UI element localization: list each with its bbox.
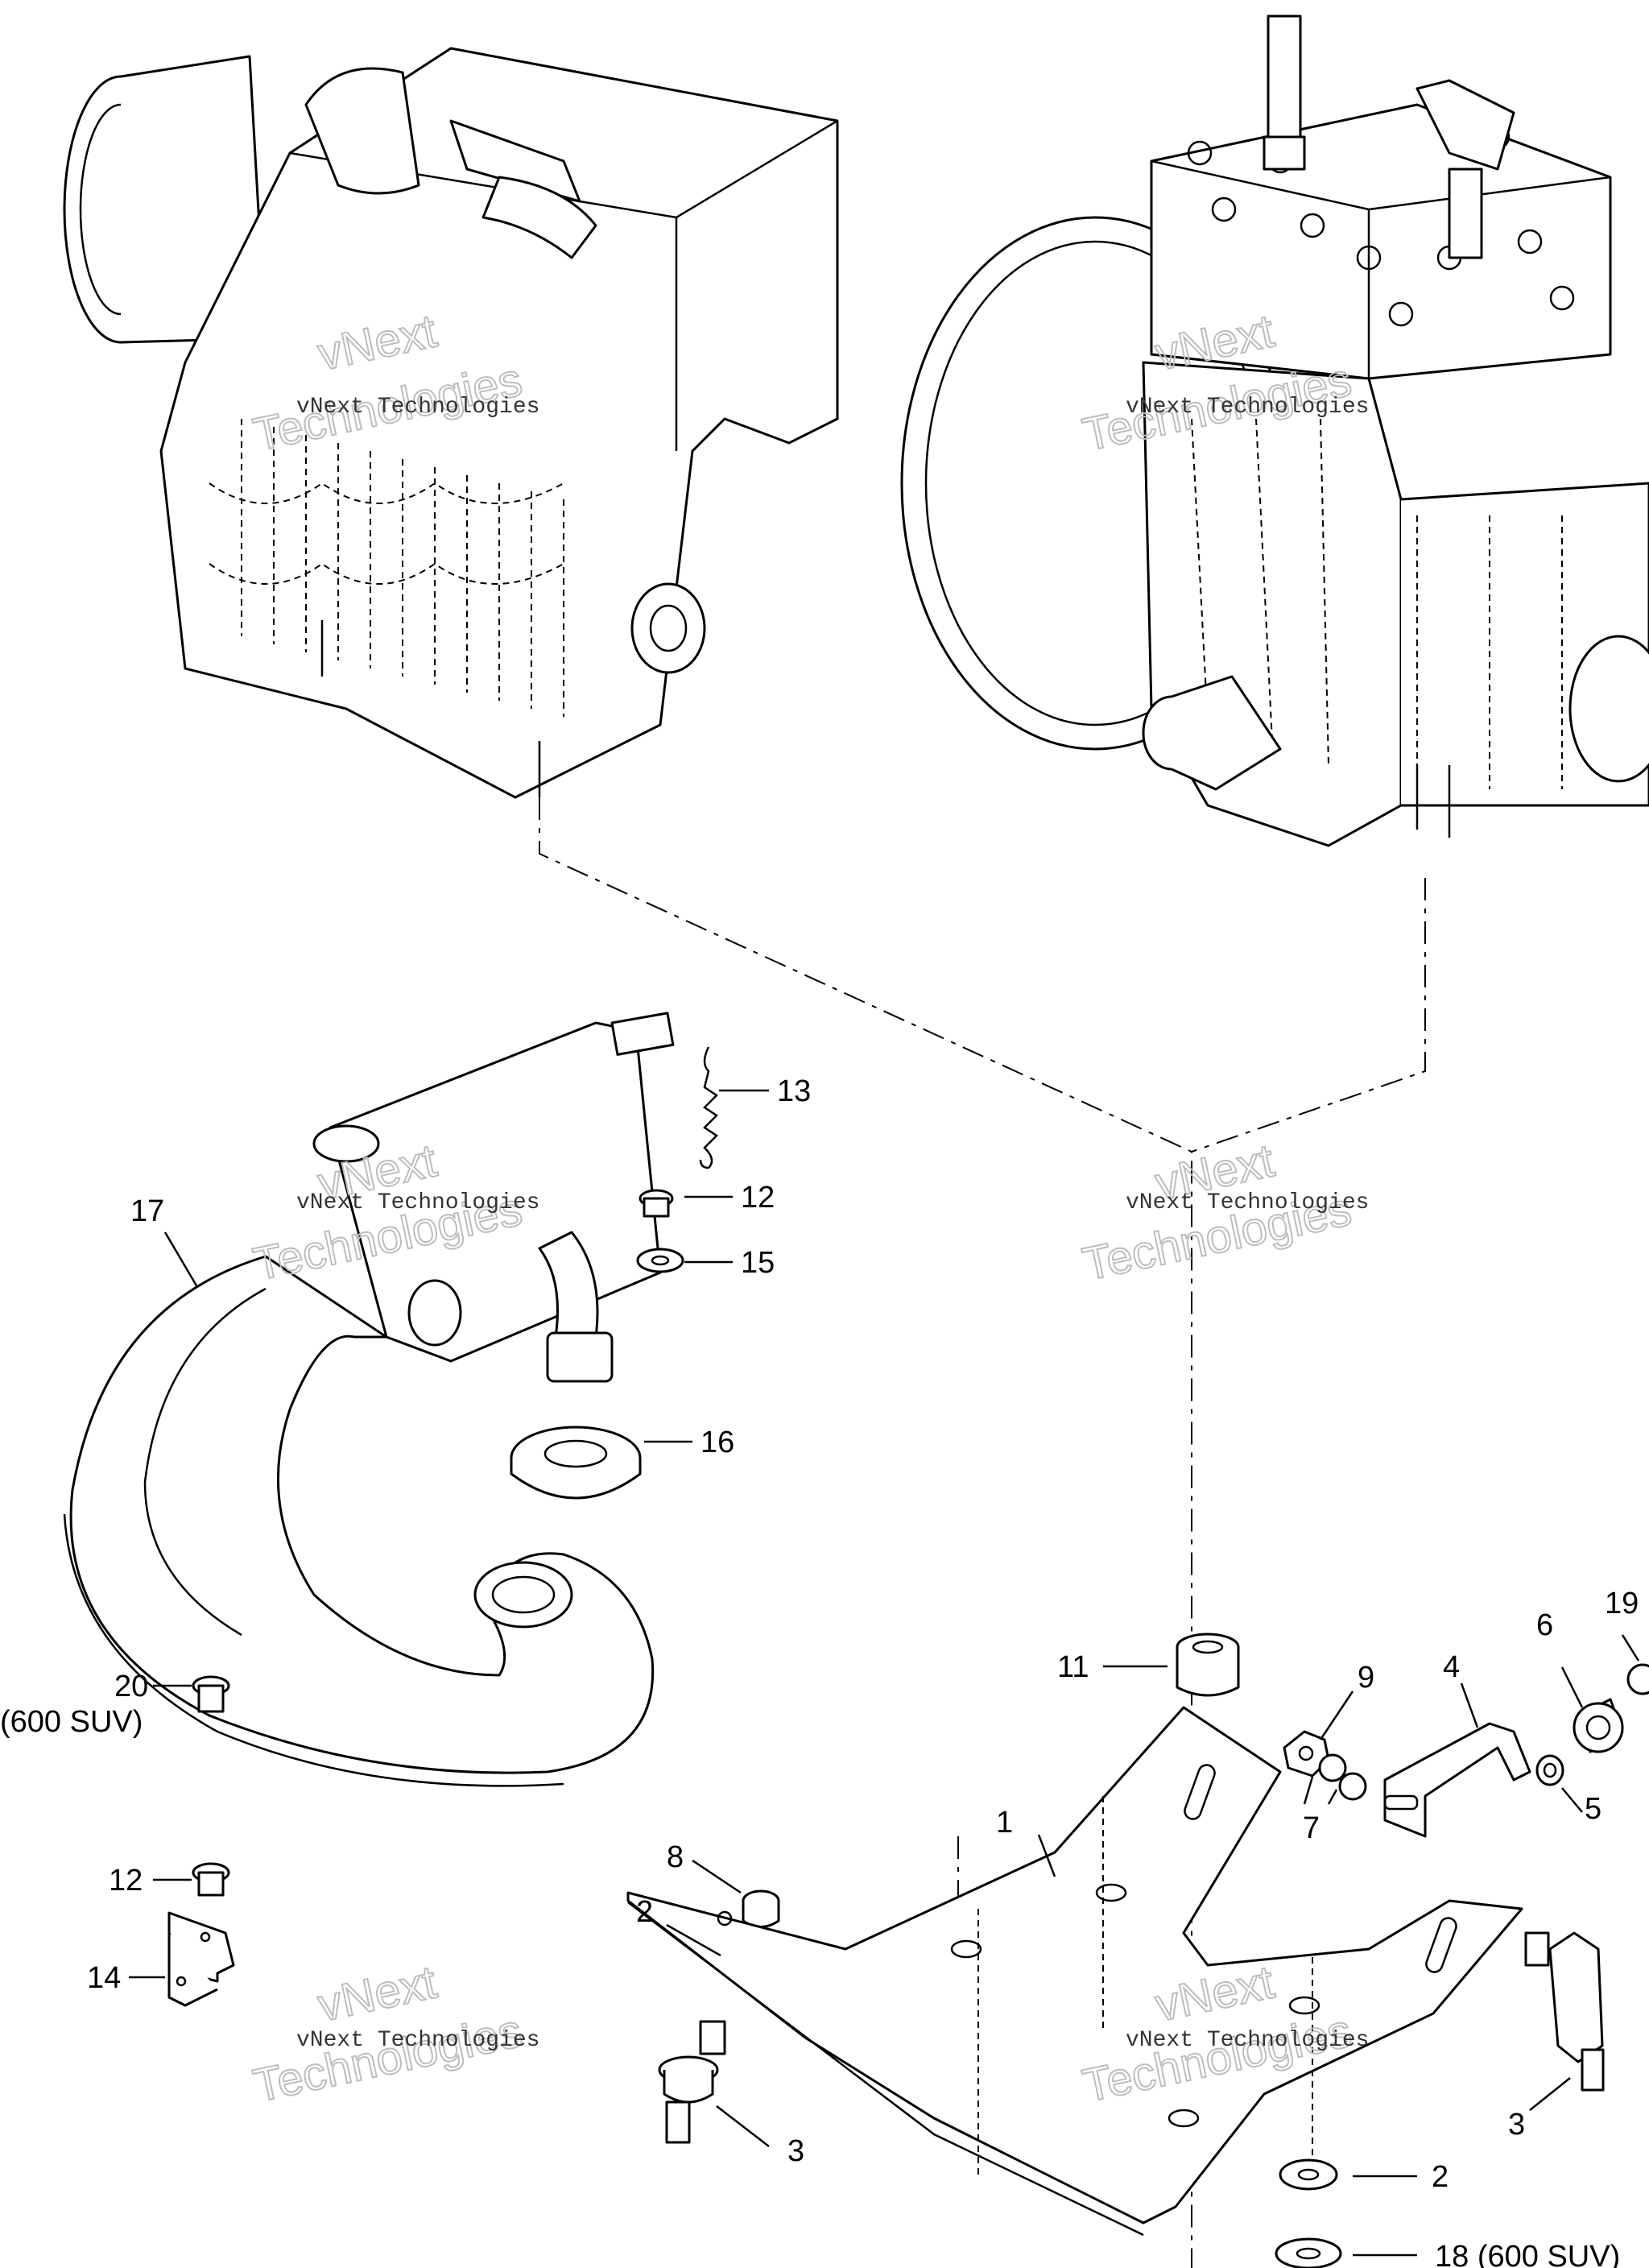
watermark-3-small: vNext Technologies	[296, 1190, 539, 1215]
callout-2-bottom: 2	[1432, 2160, 1449, 2194]
callout-7: 7	[1303, 1811, 1320, 1845]
nut-19	[1626, 1663, 1649, 1695]
callout-19: 19	[1605, 1587, 1639, 1620]
callout-12-bottom: 12	[109, 1864, 143, 1898]
callout-2-left: 2	[636, 1895, 653, 1929]
watermark-2-small: vNext Technologies	[1126, 395, 1369, 420]
callout-9: 9	[1358, 1661, 1374, 1695]
watermark-1-small: vNext Technologies	[296, 395, 539, 420]
bolt-20	[192, 1675, 230, 1713]
lock-washers-7	[1318, 1753, 1367, 1801]
callout-14: 14	[87, 1961, 121, 1995]
watermark-5: vNext Technologies vNext Technologies	[248, 1955, 539, 2113]
bushing-5	[1535, 1754, 1564, 1786]
callout-labels: 13 12 15 16 17 20 (600 SUV) 12 14 8 2 3 …	[0, 1074, 1639, 2268]
callout-4: 4	[1443, 1650, 1460, 1684]
watermark-6-small: vNext Technologies	[1126, 2028, 1369, 2053]
grommet-16	[510, 1426, 642, 1500]
watermark-5-word2: Technologies	[249, 2005, 527, 2113]
washer-15	[636, 1248, 684, 1273]
callout-3-left: 3	[787, 2134, 804, 2168]
callout-5: 5	[1585, 1792, 1601, 1826]
callout-12-top: 12	[741, 1181, 775, 1215]
spacer-11	[1176, 1633, 1240, 1697]
washer-2-bottom	[1279, 2158, 1338, 2191]
watermark-5-small: vNext Technologies	[296, 2028, 539, 2053]
callout-13: 13	[777, 1074, 811, 1108]
watermark-4-small: vNext Technologies	[1126, 1190, 1369, 1215]
callout-15: 15	[741, 1246, 775, 1280]
support-plate-1	[626, 1706, 1523, 2237]
washer-18	[1275, 2237, 1342, 2268]
engine-left	[63, 47, 839, 799]
leader-lines	[129, 1089, 1640, 2257]
callout-17: 17	[130, 1194, 164, 1228]
bracket-4	[1383, 1722, 1531, 1838]
bolt-12-bottom	[192, 1862, 230, 1897]
callout-6: 6	[1536, 1608, 1553, 1642]
sleeve-6	[1573, 1698, 1624, 1753]
rubber-mount-3-right	[1524, 1931, 1605, 2092]
callout-20: 20	[114, 1670, 148, 1703]
callout-11: 11	[1057, 1650, 1089, 1684]
bolt-12-top	[639, 1189, 674, 1218]
callout-3-right: 3	[1508, 2108, 1525, 2142]
exhaust-pipe	[63, 1012, 675, 1787]
bracket-14	[167, 1911, 235, 2007]
callout-1: 1	[996, 1806, 1013, 1840]
callout-8: 8	[667, 1840, 684, 1874]
watermark-5-word1: vNext	[313, 1956, 441, 2031]
rubber-mount-3-left	[658, 2020, 726, 2144]
watermark-4: vNext Technologies vNext Technologies	[1077, 1133, 1369, 1291]
callout-20-note: (600 SUV)	[0, 1705, 143, 1739]
spring-13	[699, 1046, 718, 1169]
callout-16: 16	[701, 1426, 734, 1459]
engine-right	[900, 14, 1649, 847]
bolt-8	[742, 1889, 780, 1928]
callout-18: 18 (600 SUV)	[1435, 2240, 1620, 2268]
